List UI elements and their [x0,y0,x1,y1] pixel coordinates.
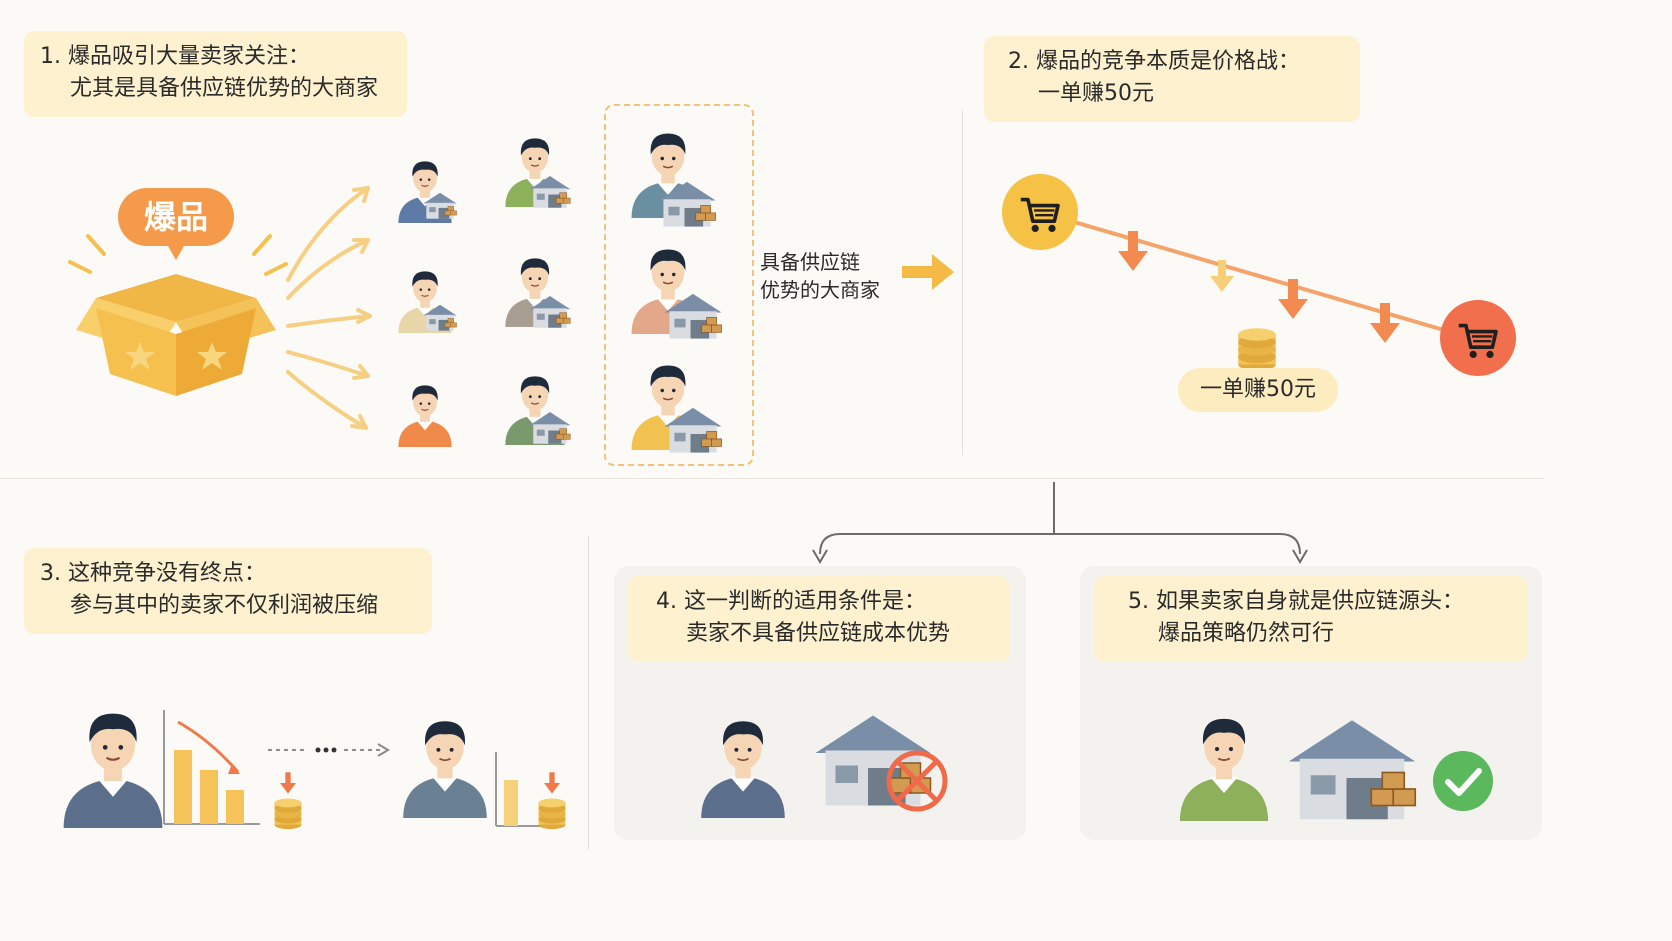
cart-icon [1457,323,1498,360]
step5-title: 5. 如果卖家自身就是供应链源头： [1128,589,1464,614]
step4-subtitle: 卖家不具备供应链成本优势 [686,621,951,646]
big-supplier-group [604,104,754,466]
happy-seller-avatar [1178,717,1270,823]
no-entry-icon [886,750,948,812]
branch-connector [812,482,1308,564]
down-arrow-icon [1210,260,1234,292]
warehouse-icon [423,304,457,331]
coin-stack-icon [1238,328,1276,371]
warehouse-icon [529,411,571,445]
supplier-label: 具备供应链 优势的大商家 [760,250,880,302]
step3-card: 3. 这种竞争没有终点： 参与其中的卖家不仅利润被压缩 [24,548,432,634]
worried-seller-avatar [700,720,786,820]
coin-stack-icon [538,798,566,830]
down-arrow-icon [1370,303,1400,343]
step1-subtitle: 尤其是具备供应链优势的大商家 [70,76,379,101]
cart-icon [1018,197,1060,234]
down-arrow-icon [544,772,560,794]
step2-card: 2. 爆品的竞争本质是价格战： 一单赚50元 [984,36,1360,122]
continuation-arrow [268,743,390,757]
divider-vertical-bottom [588,535,589,850]
spread-arrows [286,186,372,430]
warehouse-icon [423,192,457,219]
step3-title: 3. 这种竞争没有终点： [40,561,266,586]
coin-stack-icon [274,798,302,830]
warehouse-icon [529,295,571,329]
warehouse-icon [1287,719,1417,821]
warehouse-icon [664,407,722,453]
step1-card: 1. 爆品吸引大量卖家关注： 尤其是具备供应链优势的大商家 [24,31,407,117]
divider-horizontal [0,478,1545,479]
seller-avatar [397,384,453,448]
hot-badge-label: 爆品 [143,198,208,236]
troubled-seller-avatar [402,720,488,820]
price-drop-line [1002,174,1516,376]
step1-title: 1. 爆品吸引大量卖家关注： [40,44,310,69]
hot-product-badge: 爆品 [118,188,234,246]
step2-title: 2. 爆品的竞争本质是价格战： [1008,49,1300,74]
down-arrow-icon [1278,279,1308,319]
right-arrow-icon [902,254,954,290]
warehouse-icon [664,293,722,339]
step4-title: 4. 这一判断的适用条件是： [656,589,926,614]
down-arrow-icon [1118,231,1148,271]
down-arrow-icon [280,772,296,794]
divider-vertical-top [962,110,963,455]
worried-seller-avatar [62,712,164,830]
warehouse-icon [529,175,571,209]
step3-subtitle: 参与其中的卖家不仅利润被压缩 [70,593,379,618]
bar-chart-icon [163,710,260,825]
profit-pill: 一单赚50元 [1178,368,1338,412]
gift-box-icon [68,234,288,396]
warehouse-icon [658,181,716,227]
step4-card: 4. 这一判断的适用条件是： 卖家不具备供应链成本优势 [628,576,1010,662]
step5-card: 5. 如果卖家自身就是供应链源头： 爆品策略仍然可行 [1094,576,1528,662]
check-icon [1433,751,1493,811]
step2-subtitle: 一单赚50元 [1038,81,1154,106]
step5-subtitle: 爆品策略仍然可行 [1158,621,1335,646]
